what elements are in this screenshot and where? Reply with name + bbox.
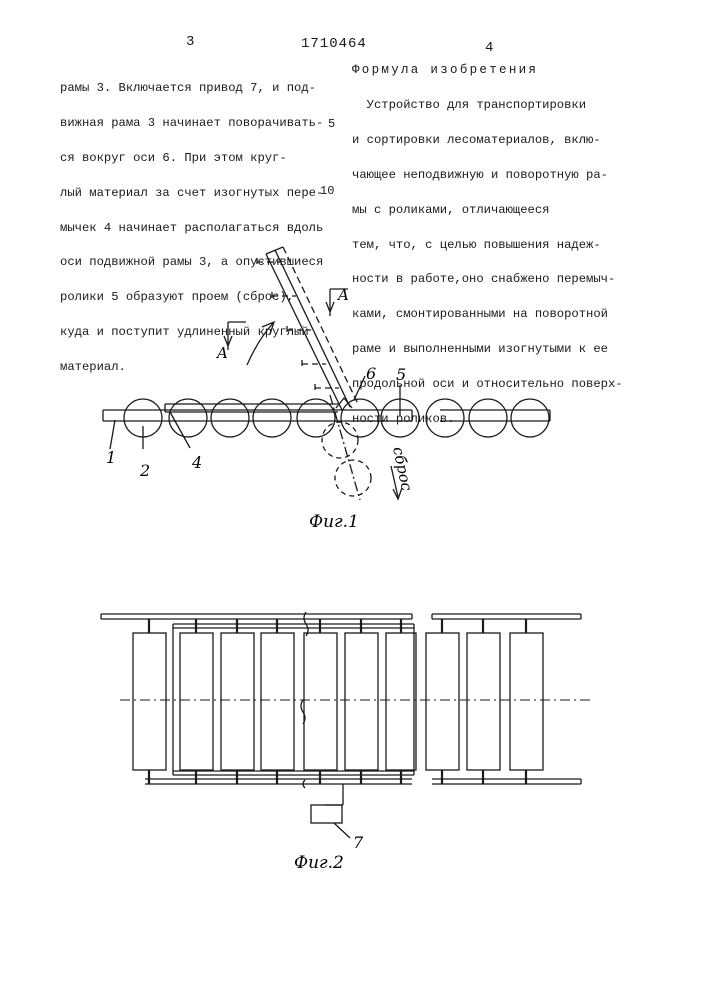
text-line: Устройство для транспортировки: [352, 97, 623, 114]
label-2: 2: [139, 461, 150, 480]
discharge-arrow: [391, 466, 398, 497]
text-line: куда и поступит удлиненный круглый: [60, 324, 323, 341]
roller-group: [133, 633, 543, 770]
lowered-roller: [335, 460, 371, 496]
text-line: продольной оси и относительно поверх-: [352, 376, 623, 393]
pivot-mark: [336, 398, 352, 408]
section-label-a-right: A: [336, 286, 349, 304]
text-line: и сортировки лесоматериалов, вклю-: [352, 132, 623, 149]
right-column-text: Устройство для транспортировки и сортиро…: [352, 80, 623, 446]
roller-body: [261, 633, 294, 770]
figure-1-caption: Фиг.1: [309, 512, 359, 532]
discharge-label: сброс: [389, 445, 416, 493]
roller-body: [386, 633, 416, 770]
page-number-right: 4: [485, 40, 493, 56]
text-line: ности в работе,оно снабжено перемыч-: [352, 271, 623, 288]
label-7: 7: [353, 833, 364, 852]
roller: [297, 399, 335, 437]
claims-heading: Формула изобретения: [352, 63, 538, 77]
page-number-left: 3: [186, 34, 194, 50]
roller-body: [510, 633, 543, 770]
roller-body: [345, 633, 378, 770]
left-column-text: рамы 3. Включается привод 7, и под- вижн…: [60, 63, 323, 394]
roller-body: [426, 633, 459, 770]
roller: [169, 399, 207, 437]
roller: [211, 399, 249, 437]
figure-2-caption: Фиг.2: [294, 853, 344, 873]
roller-body: [180, 633, 213, 770]
line-number-10: 10: [320, 184, 334, 198]
document-number: 1710464: [301, 36, 367, 52]
break-line: [301, 612, 308, 788]
text-line: тем, что, с целью повышения надеж-: [352, 237, 623, 254]
roller-body: [467, 633, 500, 770]
drive-unit: [311, 805, 342, 823]
text-line: мы с роликами, отличающееся: [352, 202, 623, 219]
roller-body: [304, 633, 337, 770]
text-line: ролики 5 образуют проем (сброс),: [60, 289, 323, 306]
label-1: 1: [106, 448, 116, 467]
text-line: ками, смонтированными на поворотной: [352, 306, 623, 323]
roller: [124, 399, 162, 437]
text-line: ся вокруг оси 6. При этом круг-: [60, 150, 323, 167]
text-line: вижная рама 3 начинает поворачивать-: [60, 115, 323, 132]
text-line: материал.: [60, 359, 323, 376]
roller: [253, 399, 291, 437]
line-number-5: 5: [328, 117, 335, 131]
text-line: лый материал за счет изогнутых пере-: [60, 185, 323, 202]
text-line: чающее неподвижную и поворотную ра-: [352, 167, 623, 184]
text-line: ности роликов.: [352, 411, 623, 428]
roller-body: [221, 633, 254, 770]
label-4: 4: [191, 453, 202, 472]
roller-body: [133, 633, 166, 770]
text-line: оси подвижной рамы 3, а опустившиеся: [60, 254, 323, 271]
text-line: мычек 4 начинает располагаться вдоль: [60, 220, 323, 237]
text-line: рамы 3. Включается привод 7, и под-: [60, 80, 323, 97]
text-line: раме и выполненными изогнутыми к ее: [352, 341, 623, 358]
